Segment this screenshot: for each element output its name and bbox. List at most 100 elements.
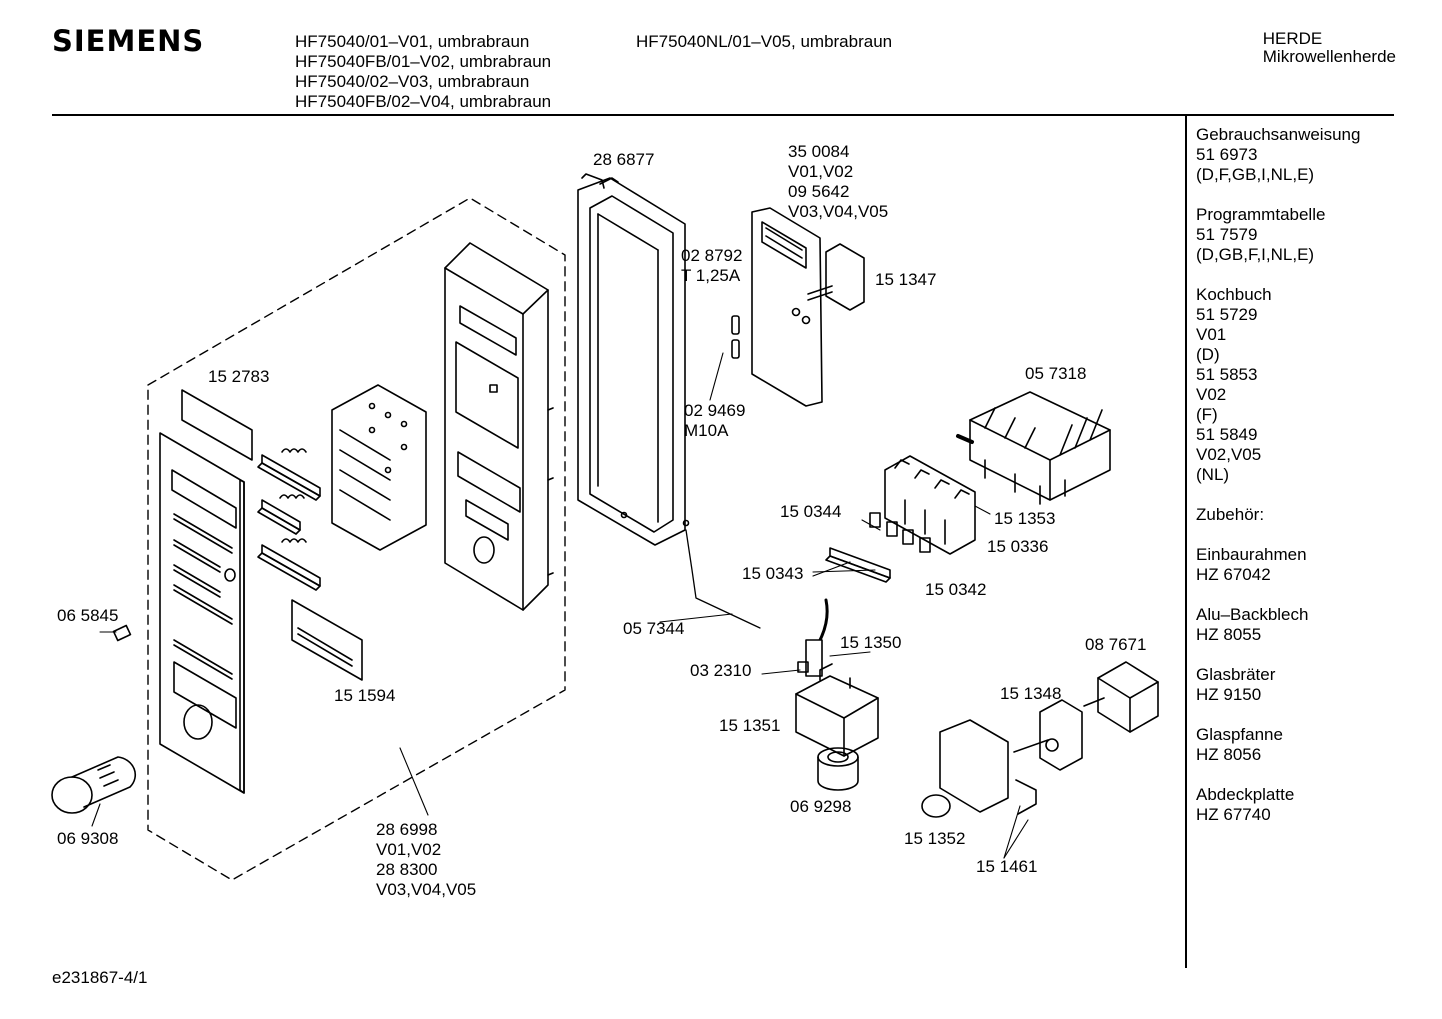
sidebar-group: Programmtabelle 51 7579 (D,GB,F,I,NL,E) [1196,205,1360,265]
part-label-line: 28 8300 [376,860,438,879]
part-label: 15 1594 [334,686,396,705]
sidebar-line: V02 [1196,385,1227,404]
sidebar-line: 51 5849 [1196,425,1258,444]
part-label: 15 0344 [780,502,842,521]
sidebar-line: Programmtabelle [1196,205,1326,224]
sidebar-rule [1185,116,1187,968]
document-code: e231867-4/1 [52,968,148,987]
part-label-line: 09 5642 [788,182,850,201]
part-label-line: 35 0084 [788,142,850,161]
model-item: HF75040FB/02–V04, umbrabraun [295,92,552,111]
part-label-line: V03,V04,V05 [788,202,889,221]
button-holder [331,384,427,551]
ground-wire [685,529,761,629]
rotary-knob [51,756,137,814]
part-label: 35 0084 V01,V02 09 5642 V03,V04,V05 [788,142,888,222]
category-heading: HERDE Mikrowellenherde [1263,30,1396,66]
sidebar-line: (F) [1196,405,1218,424]
potentiometer [807,243,865,311]
part-label-line: V01,V02 [788,162,854,181]
assembly-outline [147,197,566,881]
knob-base [817,747,859,791]
sidebar-line: HZ 8055 [1196,625,1262,644]
sidebar-line: Zubehör: [1196,505,1265,524]
part-label: 28 6877 [593,150,655,169]
brand-logo: SIEMENS [52,24,205,58]
sidebar-line: 51 7579 [1196,225,1258,244]
slider-strip [825,547,891,583]
front-panel [159,432,245,794]
part-label-line: V03,V04,V05 [376,880,477,899]
sidebar-line: HZ 67042 [1196,565,1271,584]
mounting-frame [577,173,690,546]
leader-lines [91,352,1029,859]
accessory-sidebar: Gebrauchsanweisung 51 6973 (D,F,GB,I,NL,… [1196,125,1360,845]
sidebar-line: V02,V05 [1196,445,1262,464]
sidebar-line: 51 6973 [1196,145,1258,164]
part-label: 15 0342 [925,580,987,599]
label-plate [181,389,253,461]
part-label: 15 1352 [904,829,966,848]
sidebar-line: Alu–Backblech [1196,605,1309,624]
part-label-line: V01,V02 [376,840,442,859]
sidebar-line: Gebrauchsanweisung [1196,125,1361,144]
part-label-line: M10A [684,421,729,440]
part-label: 28 6998 V01,V02 28 8300 V03,V04,V05 [376,820,476,900]
sidebar-line: Glaspfanne [1196,725,1283,744]
fuse-parts [731,315,740,359]
part-label-line: 28 6998 [376,820,438,839]
model-item: HF75040/01–V01, umbrabraun [295,32,530,51]
sidebar-line: Kochbuch [1196,285,1272,304]
switch-block [956,391,1111,505]
sidebar-line: (D) [1196,345,1220,364]
part-label-line: 02 9469 [684,401,746,420]
sidebar-line: Glasbräter [1196,665,1276,684]
category-name: HERDE [1262,29,1323,48]
sidebar-line: Abdeckplatte [1196,785,1295,804]
panel-frame [444,242,554,611]
sidebar-line: 51 5853 [1196,365,1258,384]
button-strips [257,448,321,591]
part-label: 05 7344 [623,619,685,638]
small-knob [112,624,132,642]
model-list-secondary: HF75040NL/01–V05, umbrabraun [636,32,892,52]
part-label: 02 8792 T 1,25A [681,246,742,286]
sidebar-group: Glaspfanne HZ 8056 [1196,725,1360,765]
part-label: 06 9298 [790,797,852,816]
part-label: 15 1353 [994,509,1056,528]
sidebar-line: HZ 67740 [1196,805,1271,824]
part-label: 15 1348 [1000,684,1062,703]
sidebar-line: 51 5729 [1196,305,1258,324]
model-item: HF75040FB/01–V02, umbrabraun [295,52,552,71]
part-label: 03 2310 [690,661,752,680]
model-item: HF75040/02–V03, umbrabraun [295,72,530,91]
model-list-primary: HF75040/01–V01, umbrabraun HF75040FB/01–… [295,32,551,112]
mounting-bracket [939,719,1037,815]
sidebar-group: Alu–Backblech HZ 8055 [1196,605,1360,645]
sidebar-group: Glasbräter HZ 9150 [1196,665,1360,705]
sidebar-line: Einbaurahmen [1196,545,1307,564]
model-item: HF75040NL/01–V05, umbrabraun [636,32,893,51]
part-label: 02 9469 M10A [684,401,745,441]
microswitch [797,598,829,677]
motor-unit [1083,661,1159,733]
sidebar-group: Einbaurahmen HZ 67042 [1196,545,1360,585]
part-label: 15 2783 [208,367,270,386]
part-label: 15 1461 [976,857,1038,876]
sidebar-group: Zubehör: [1196,505,1360,525]
part-label: 15 0336 [987,537,1049,556]
part-label: 08 7671 [1085,635,1147,654]
switch-contacts [884,455,976,555]
part-label: 15 1347 [875,270,937,289]
sidebar-group: Kochbuch 51 5729 V01 (D) 51 5853 V02 (F)… [1196,285,1360,485]
part-label: 15 1350 [840,633,902,652]
small-switch-parts [869,512,931,553]
sidebar-group: Gebrauchsanweisung 51 6973 (D,F,GB,I,NL,… [1196,125,1360,185]
selector-switch [1013,699,1083,771]
part-label-line: T 1,25A [681,266,741,285]
sidebar-line: (D,F,GB,I,NL,E) [1196,165,1315,184]
part-label: 06 9308 [57,829,119,848]
header-rule [52,114,1394,116]
sidebar-line: HZ 8056 [1196,745,1262,764]
